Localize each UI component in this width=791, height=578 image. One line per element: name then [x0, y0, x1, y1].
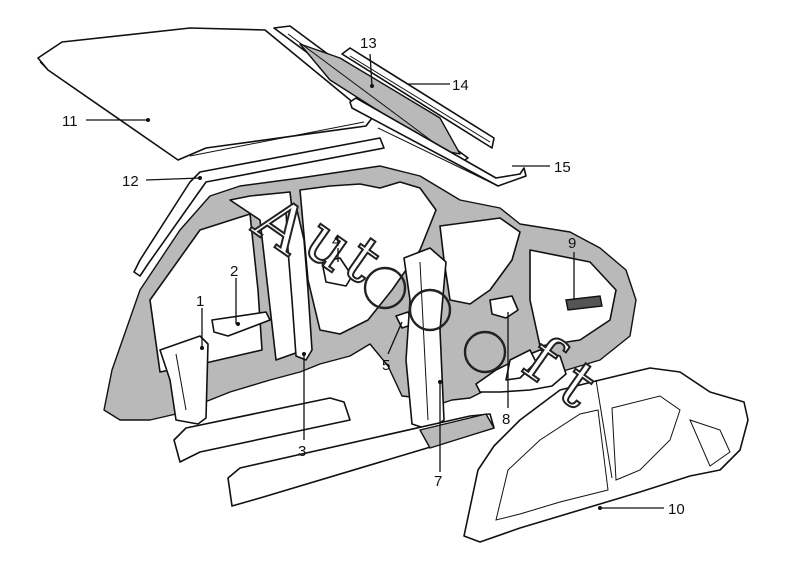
part-bracket-upper: [321, 257, 353, 287]
part-wheel-arch-inner: [489, 295, 537, 381]
part-roof-rail: [133, 137, 385, 277]
callout-5: 5: [382, 357, 390, 374]
part-door-reinforcement: [211, 311, 271, 337]
callout-labels: 1 2 3 4 5 7 8 9 10 11 12 13 14 15: [62, 35, 685, 518]
callout-1: 1: [196, 293, 204, 310]
part-window-trim: [341, 47, 495, 149]
callout-12: 12: [122, 173, 139, 190]
callout-13: 13: [360, 35, 377, 52]
callout-3: 3: [298, 443, 306, 460]
part-b-pillar: [285, 205, 313, 361]
callout-2: 2: [230, 263, 238, 280]
part-body-side-frame: [103, 165, 637, 421]
part-rocker-sill-front: [173, 397, 351, 463]
part-rocker-sill-rear: [227, 413, 495, 507]
callout-15: 15: [554, 159, 571, 176]
part-a-pillar: [159, 335, 209, 425]
part-rear-window: [273, 25, 469, 165]
callout-8: 8: [502, 411, 510, 428]
callout-7: 7: [434, 473, 442, 490]
part-seal-cable: [349, 97, 527, 187]
part-outer-side-panel: [463, 367, 749, 543]
callout-4: 4: [332, 233, 340, 250]
callout-14: 14: [452, 77, 469, 94]
leader-lines: [86, 53, 664, 510]
callout-9: 9: [568, 235, 576, 252]
callout-11: 11: [62, 113, 78, 130]
callout-10: 10: [668, 501, 685, 518]
part-roof-panel: [37, 27, 373, 161]
